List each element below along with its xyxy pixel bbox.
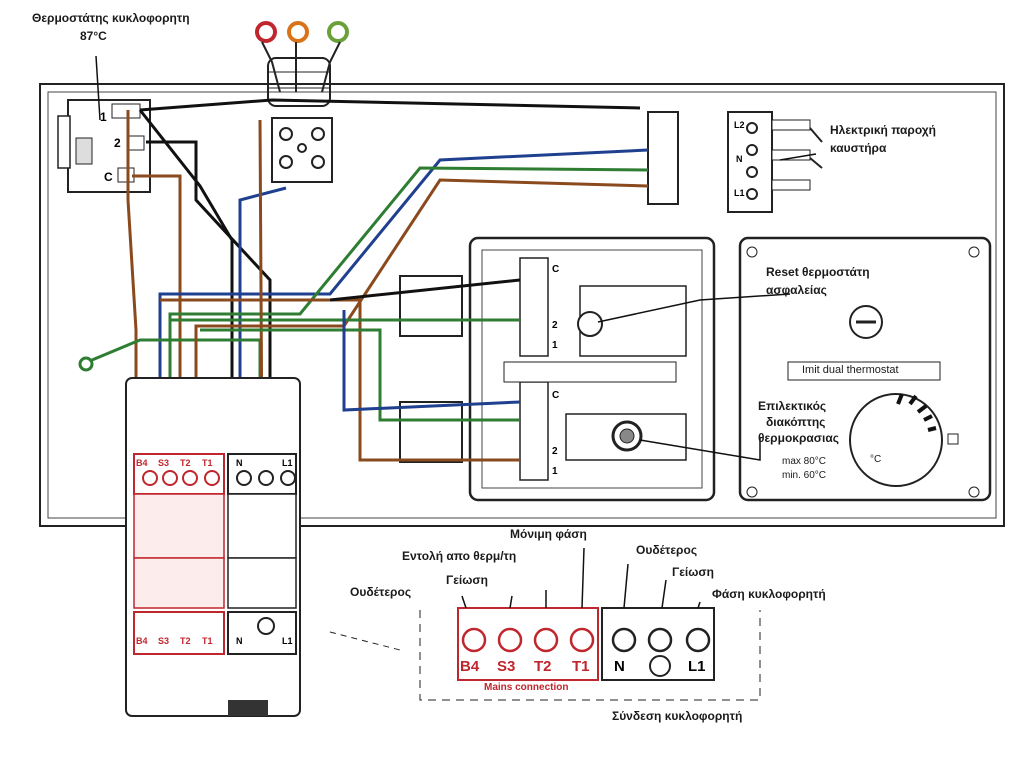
cable-glands-top bbox=[255, 21, 349, 107]
earth-left-label: Γείωση bbox=[446, 573, 488, 587]
block-lower-terminal-t2: T2 bbox=[180, 636, 191, 646]
supply-terminal-n: N bbox=[736, 154, 743, 164]
thermostat-terminal-c: C bbox=[104, 170, 113, 184]
earth-right-label: Γείωση bbox=[672, 565, 714, 579]
detail-link bbox=[329, 631, 401, 651]
block-lower-terminal-s3: S3 bbox=[158, 636, 170, 646]
enclosure-outline bbox=[39, 83, 1005, 527]
dual-thermostat-housing bbox=[399, 236, 716, 502]
reset-label-line1: Reset θερμοστάτη bbox=[766, 265, 870, 279]
block-terminal-l1: L1 bbox=[282, 458, 293, 468]
enclosure-inner bbox=[47, 91, 997, 519]
block-lower-terminal-l1: L1 bbox=[282, 636, 293, 646]
thermo-upper-terminal-2: 2 bbox=[552, 320, 558, 331]
block-terminal-n: N bbox=[236, 458, 243, 468]
neutral-left-label: Ουδέτερος bbox=[350, 585, 412, 599]
pump-phase-label: Φάση κυκλοφορητή bbox=[712, 587, 826, 601]
thermo-lower-terminal-1: 1 bbox=[552, 466, 558, 477]
block-terminal-b4: B4 bbox=[136, 458, 148, 468]
circulator-thermostat-title: Θερμοστάτης κυκλοφορητη bbox=[32, 11, 190, 25]
detail-terminal-t1: T1 bbox=[572, 658, 590, 675]
selector-label-line2: διακόπτης bbox=[766, 415, 826, 429]
leader-lines bbox=[95, 55, 817, 461]
pump-connection-label: Σύνδεση κυκλοφορητή bbox=[612, 709, 743, 723]
dial-unit-label: °C bbox=[870, 454, 882, 465]
wires bbox=[91, 98, 649, 462]
neutral-right-label: Ουδέτερος bbox=[636, 543, 698, 557]
reset-label-line2: ασφαλείας bbox=[766, 283, 827, 297]
power-supply-label-line1: Ηλεκτρική παροχή bbox=[830, 123, 936, 137]
power-supply-label-line2: καυστήρα bbox=[830, 141, 887, 155]
block-terminal-s3: S3 bbox=[158, 458, 170, 468]
thermo-upper-terminal-c: C bbox=[552, 264, 560, 275]
command-thermostat-label: Εντολή απο θερμ/τη bbox=[402, 549, 517, 563]
earth-lug bbox=[78, 356, 94, 372]
selector-label-line1: Επιλεκτικός bbox=[758, 399, 827, 413]
terminal-connector-top bbox=[271, 117, 333, 183]
detail-terminal-b4: B4 bbox=[460, 658, 480, 675]
detail-terminal-s3: S3 bbox=[497, 658, 516, 675]
detail-terminal-n: N bbox=[614, 658, 625, 675]
circulator-thermostat-temp: 87°C bbox=[80, 29, 107, 43]
mains-connection-label: Mains connection bbox=[484, 682, 569, 693]
max-temp-label: max 80°C bbox=[782, 456, 827, 467]
thermostat-terminal-1: 1 bbox=[100, 110, 107, 124]
min-temp-label: min. 60°C bbox=[782, 470, 827, 481]
thermostat-terminal-2: 2 bbox=[114, 136, 121, 150]
supply-terminal-l2: L2 bbox=[734, 120, 745, 130]
supply-terminal-l1: L1 bbox=[734, 188, 745, 198]
block-terminal-t2: T2 bbox=[180, 458, 191, 468]
block-lower-terminal-b4: B4 bbox=[136, 636, 148, 646]
block-lower-terminal-n: N bbox=[236, 636, 243, 646]
front-panel bbox=[738, 236, 992, 502]
detail-terminal-l1: L1 bbox=[688, 658, 706, 675]
selector-label-line3: θερμοκρασιας bbox=[758, 431, 839, 445]
thermo-lower-terminal-2: 2 bbox=[552, 446, 558, 457]
terminal-block-main bbox=[125, 377, 301, 717]
block-lower-terminal-t1: T1 bbox=[202, 636, 213, 646]
block-terminal-t1: T1 bbox=[202, 458, 213, 468]
burner-power-plug bbox=[647, 111, 823, 213]
permanent-phase-label: Μόνιμη φάση bbox=[510, 527, 587, 541]
thermo-lower-terminal-c: C bbox=[552, 390, 560, 401]
detail-terminal-t2: T2 bbox=[534, 658, 552, 675]
imit-dual-label: Imit dual thermostat bbox=[802, 364, 899, 376]
terminal-detail bbox=[419, 547, 761, 701]
thermo-upper-terminal-1: 1 bbox=[552, 340, 558, 351]
